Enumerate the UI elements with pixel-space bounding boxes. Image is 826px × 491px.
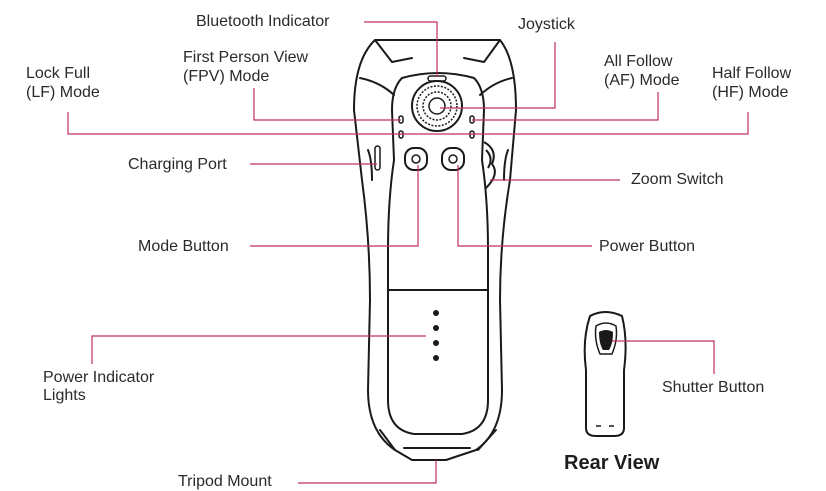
power-lights-label-line2: Lights [43, 387, 86, 404]
charging-port [374, 145, 381, 171]
joystick [411, 80, 463, 132]
bluetooth-leader [364, 21, 438, 77]
lf-label-line2: (LF) Mode [26, 84, 100, 101]
af-leader [472, 92, 659, 121]
tripod-leader [298, 460, 437, 484]
af-label-line1: All Follow [604, 53, 673, 70]
bluetooth-indicator-label: Bluetooth Indicator [196, 13, 330, 30]
shutter-button [599, 330, 613, 350]
joystick-leader [440, 42, 556, 109]
zoom-switch-label: Zoom Switch [631, 171, 724, 188]
tripod-mount-label: Tripod Mount [178, 473, 272, 490]
power-lights-leader [91, 335, 426, 364]
fpv-leader [253, 88, 401, 121]
power-indicator-lights [433, 310, 439, 361]
power-button-shape [441, 147, 465, 171]
power-button-label: Power Button [599, 238, 696, 255]
shutter-leader [612, 340, 715, 374]
gimbal-body-outline [353, 39, 517, 461]
fpv-label-line1: First Person View [183, 49, 309, 66]
charging-port-label: Charging Port [128, 156, 227, 173]
power-lights-label-line1: Power Indicator [43, 369, 155, 386]
af-label-line2: (AF) Mode [604, 72, 680, 89]
power-leader [457, 165, 592, 247]
lf-hf-leader [67, 112, 749, 135]
joystick-label: Joystick [518, 16, 575, 33]
mode-leader [250, 165, 419, 247]
mode-button-label: Mode Button [138, 238, 229, 255]
lower-panel [387, 289, 489, 435]
mode-button-shape [404, 147, 428, 171]
hf-label-line1: Half Follow [712, 65, 792, 82]
rear-view-title: Rear View [564, 452, 660, 474]
shutter-button-label: Shutter Button [662, 379, 765, 396]
leader-lines [67, 21, 749, 484]
fpv-label-line2: (FPV) Mode [183, 68, 270, 85]
lf-label-line1: Lock Full [26, 65, 91, 82]
hf-label-line2: (HF) Mode [712, 84, 789, 101]
rear-view-device [583, 311, 627, 437]
control-face [387, 72, 489, 291]
